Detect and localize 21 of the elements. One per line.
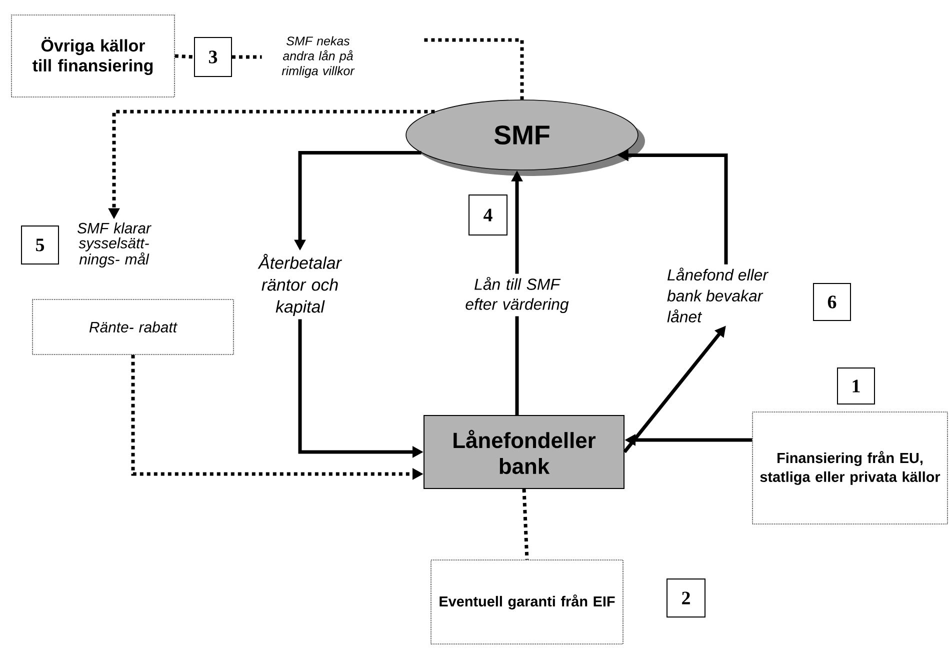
step-description: SMF nekas andra lån på rimliga villkor (282, 36, 355, 78)
step-number-box: 1 (837, 368, 875, 404)
step-number-box: 3 (194, 37, 232, 77)
connector-line (232, 55, 262, 59)
connector-line (515, 316, 519, 415)
step-number-box: 4 (468, 194, 508, 236)
connector-line (174, 54, 194, 59)
text-box: Ränte- rabatt (32, 299, 234, 355)
text-box: Övriga källor till finansiering (11, 14, 175, 98)
step-number-box: 5 (21, 226, 59, 264)
step-description: Lånefond eller bank bevakar lånet (667, 268, 769, 322)
step-description: Återbetalar räntor och kapital (258, 254, 342, 316)
process-box: Lånefondeller bank (424, 415, 624, 489)
step-number-box: 2 (666, 578, 706, 618)
connector-line (522, 488, 529, 560)
text-box: Finansiering från EU, statliga eller privata källor (752, 412, 948, 524)
step-description: Lån till SMF efter värdering (466, 276, 569, 314)
step-number-box: 6 (813, 283, 851, 321)
step-description: SMF klarar sysselsätt- nings- mål (77, 222, 152, 268)
text-box: Eventuell garanti från EIF (430, 560, 624, 644)
connector-line (424, 38, 524, 100)
